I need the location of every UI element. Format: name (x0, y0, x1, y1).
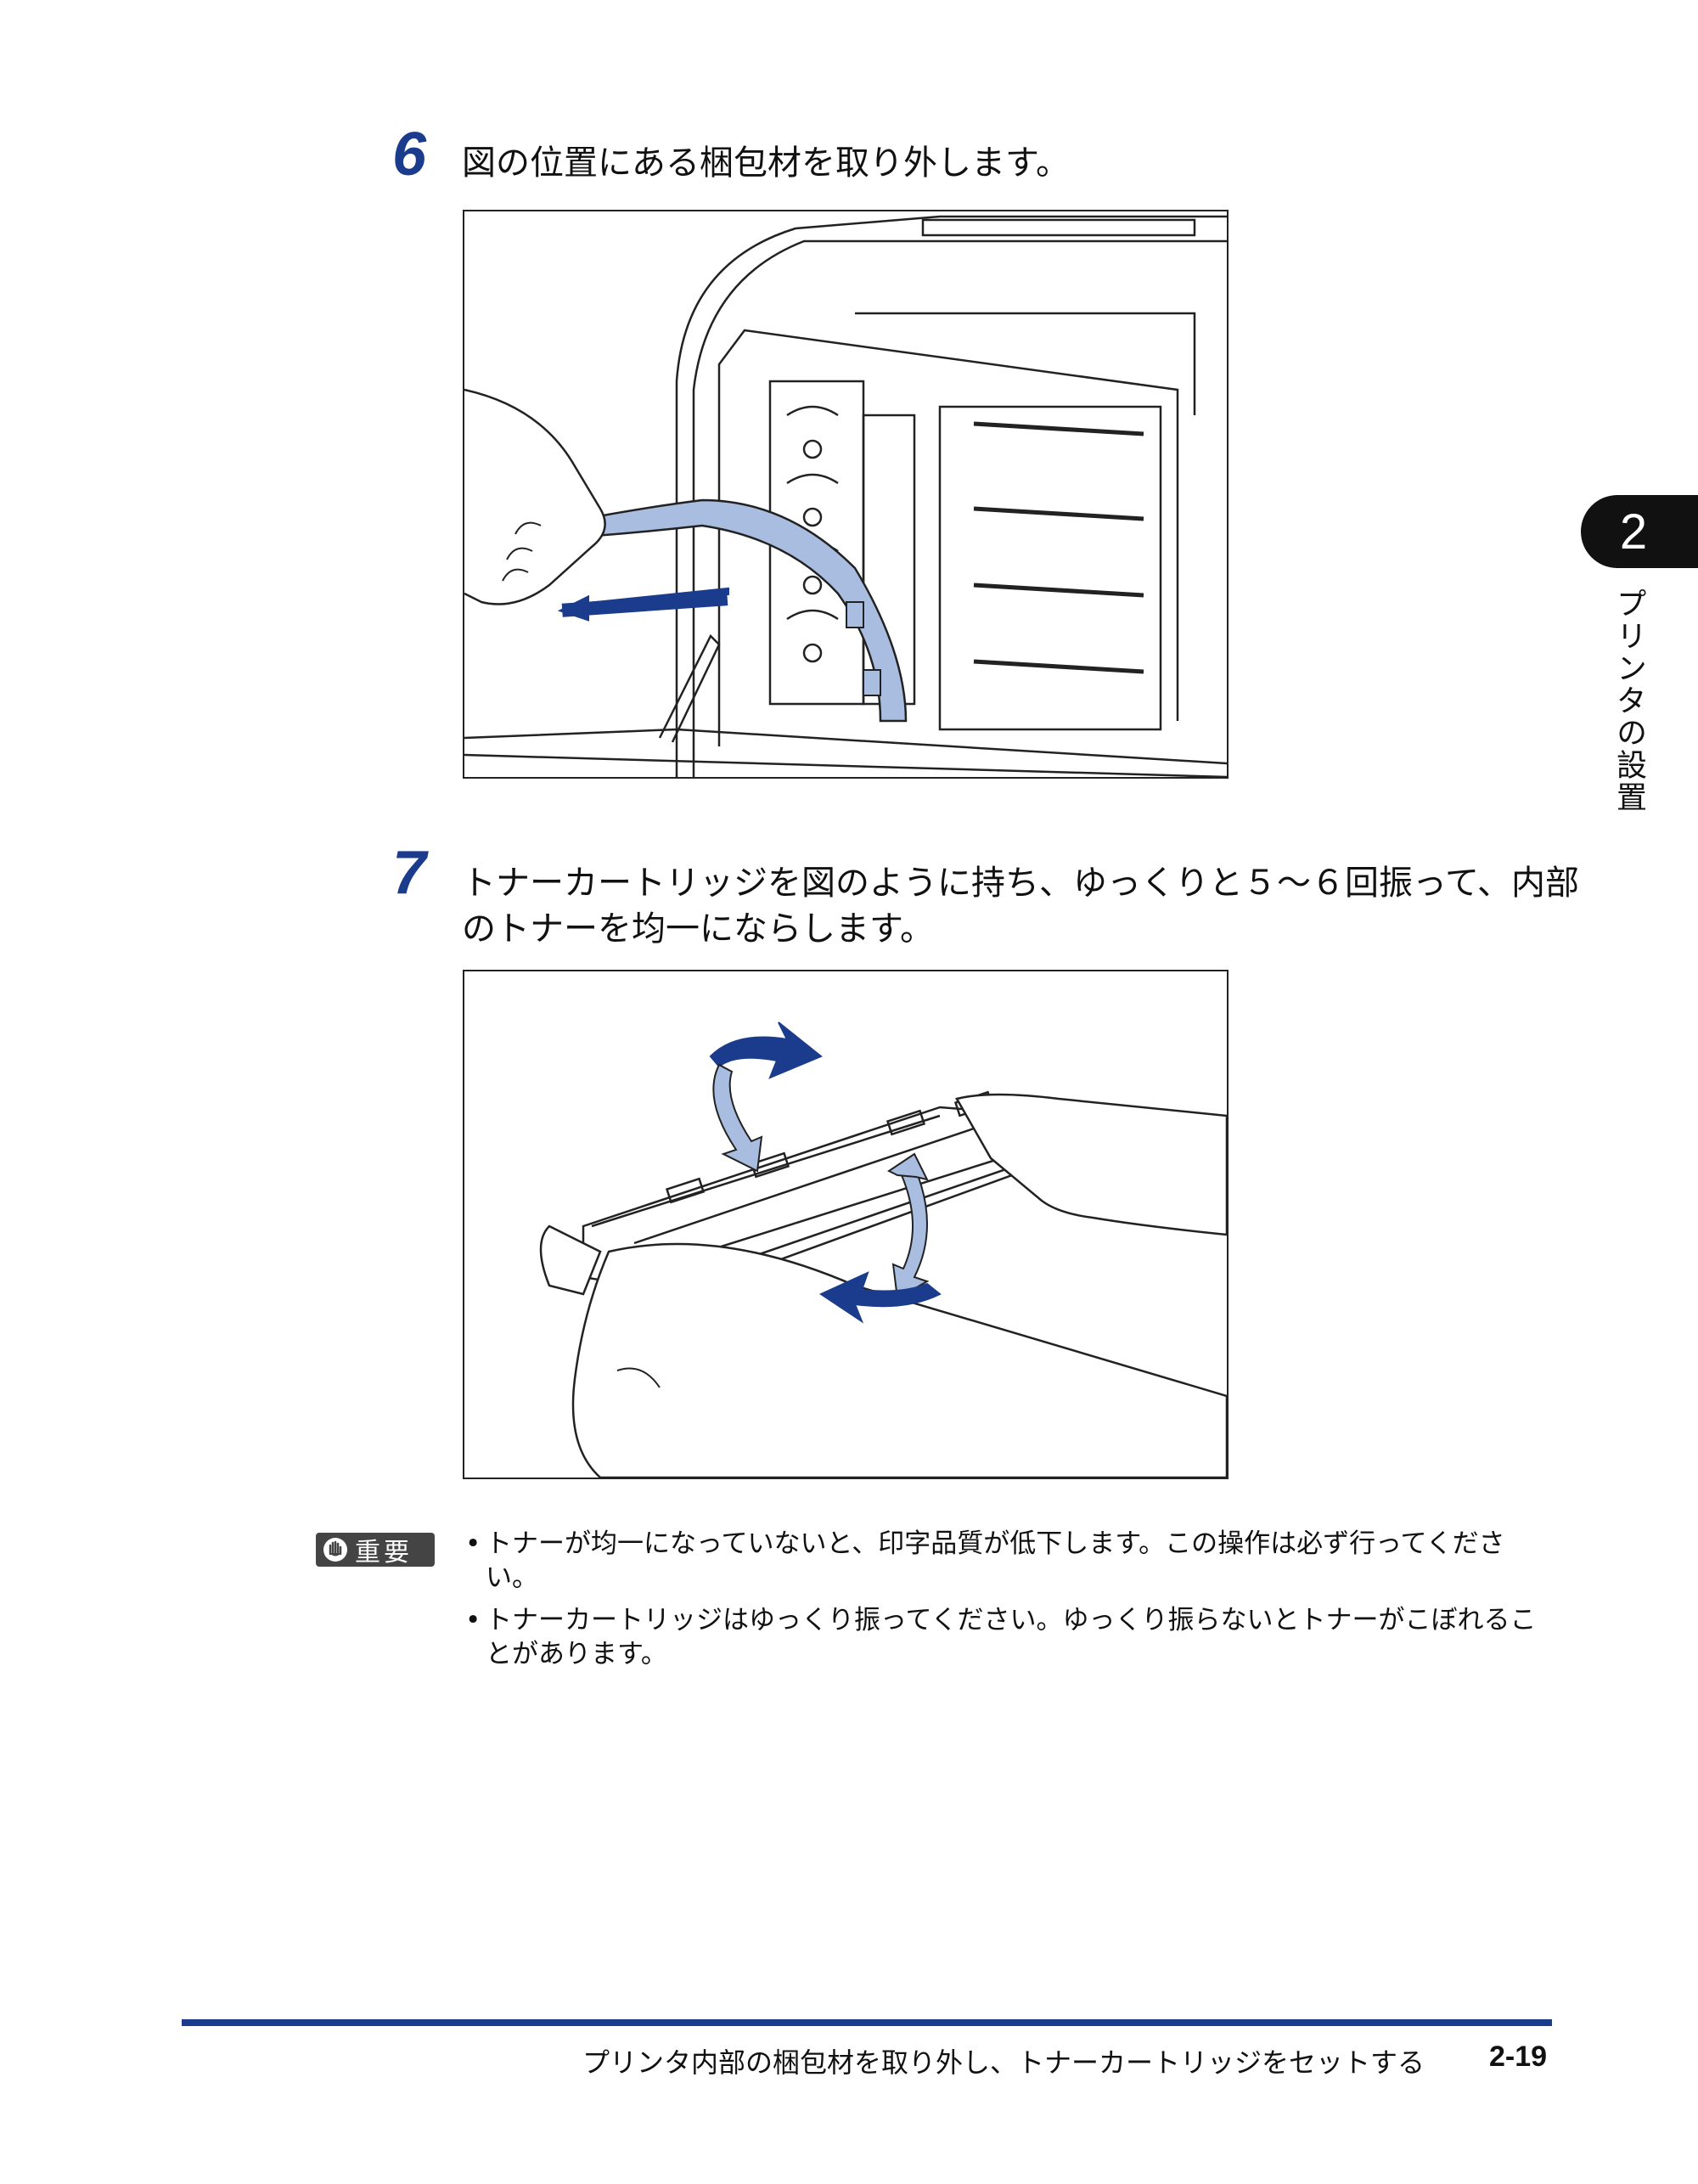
note-item: • トナーカートリッジはゆっくり振ってください。ゆっくり振らないとトナーがこぼれ… (465, 1603, 1552, 1671)
figure-remove-packing-material (463, 210, 1229, 779)
step-6-text: 図の位置にある梱包材を取り外します。 (462, 144, 1070, 183)
important-badge: 重要 (316, 1533, 435, 1568)
figure-shake-toner-cartridge (463, 970, 1229, 1479)
note-item: • トナーが均一になっていないと、印字品質が低下します。この操作は必ず行ってくだ… (465, 1527, 1552, 1595)
chapter-number: 2 (1619, 504, 1648, 560)
hand-stop-icon (323, 1538, 347, 1562)
footer-rule (182, 2019, 1552, 2026)
page-number: 2-19 (1489, 2040, 1548, 2073)
step-7-text-line1: トナーカートリッジを図のように持ち、ゆっくりと５～６回振って、内部 (462, 864, 1579, 903)
footer-title: プリンタ内部の梱包材を取り外し、トナーカートリッジをセットする (582, 2046, 1425, 2079)
bullet: • (465, 1605, 481, 1635)
note-text: トナーが均一になっていないと、印字品質が低下します。この操作は必ず行ってください… (486, 1528, 1505, 1593)
note-text: トナーカートリッジはゆっくり振ってください。ゆっくり振らないとトナーがこぼれるこ… (486, 1605, 1537, 1669)
step-7-text-line2: のトナーを均一にならします。 (462, 909, 934, 948)
bullet: • (465, 1528, 481, 1559)
important-notes: • トナーが均一になっていないと、印字品質が低下します。この操作は必ず行ってくだ… (465, 1527, 1552, 1680)
step-6-number: 6 (392, 121, 427, 189)
step-7-number: 7 (392, 839, 427, 907)
chapter-title: プリンタの設置 (1611, 588, 1646, 813)
chapter-tab: 2 (1581, 495, 1698, 568)
important-label: 重要 (355, 1538, 413, 1568)
